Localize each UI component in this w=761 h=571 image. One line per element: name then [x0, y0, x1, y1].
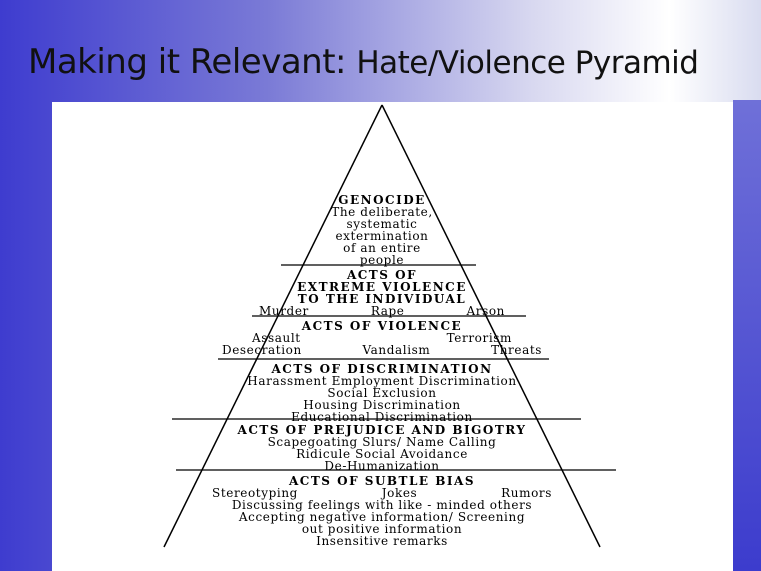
- pyramid-right-edge: [381, 104, 601, 548]
- decorative-side-bar: [733, 100, 761, 571]
- tier-item: Vandalism: [362, 343, 431, 357]
- tier-line: De-Humanization: [324, 459, 440, 473]
- title-sub: Hate/Violence Pyramid: [356, 45, 699, 81]
- tier-discrimination: ACTS OF DISCRIMINATION Harassment Employ…: [172, 363, 592, 423]
- tier-line: The deliberate,: [331, 205, 433, 219]
- tier-item: Desecration: [222, 343, 302, 357]
- tier-line: Housing Discrimination: [303, 398, 461, 412]
- tier-line: Accepting negative information/ Screenin…: [238, 510, 526, 524]
- tier-line: Discussing feelings with like - minded o…: [231, 498, 533, 512]
- tier-line: out positive information: [301, 522, 463, 536]
- tier-item: Assault: [252, 331, 301, 345]
- title-main: Making it Relevant:: [28, 42, 347, 82]
- tier-prejudice: ACTS OF PREJUDICE AND BIGOTRY Scapegoati…: [167, 424, 597, 472]
- tier-heading: ACTS OF VIOLENCE: [301, 319, 463, 333]
- tier-item: Rumors: [501, 486, 552, 500]
- tier-heading: GENOCIDE: [338, 193, 426, 207]
- tier-items: Desecration Vandalism Threats: [222, 344, 542, 356]
- tier-item: Rape: [370, 304, 405, 318]
- tier-line: Harassment Employment Discrimination: [247, 374, 517, 388]
- tier-item: Terrorism: [446, 331, 512, 345]
- pyramid-left-edge: [163, 104, 383, 548]
- tier-line: of an entire: [343, 241, 421, 255]
- tier-line: systematic: [346, 217, 418, 231]
- tier-items: Murder Rape Arson: [247, 305, 517, 317]
- tier-item: Arson: [466, 304, 505, 318]
- tier-genocide: GENOCIDE The deliberate, systematic exte…: [302, 194, 462, 266]
- tier-heading: TO THE INDIVIDUAL: [297, 292, 467, 306]
- tier-extreme-violence: ACTS OF EXTREME VIOLENCE TO THE INDIVIDU…: [247, 269, 517, 317]
- tier-items: Stereotyping Jokes Rumors: [162, 487, 602, 499]
- tier-line: people: [359, 253, 405, 267]
- tier-item: Threats: [491, 343, 542, 357]
- tier-line: Insensitive remarks: [316, 534, 448, 548]
- tier-line: Scapegoating Slurs/ Name Calling: [267, 435, 497, 449]
- tier-item: Murder: [259, 304, 309, 318]
- tier-heading: ACTS OF: [346, 268, 418, 282]
- tier-item: Jokes: [381, 486, 418, 500]
- tier-heading: ACTS OF SUBTLE BIAS: [289, 474, 475, 488]
- tier-line: Ridicule Social Avoidance: [296, 447, 468, 461]
- tier-violence: ACTS OF VIOLENCE Assault Terrorism Desec…: [222, 320, 542, 356]
- tier-heading: EXTREME VIOLENCE: [297, 280, 467, 294]
- slide-title: Making it Relevant: Hate/Violence Pyrami…: [28, 42, 758, 82]
- tier-line: Social Exclusion: [327, 386, 437, 400]
- tier-subtle-bias: ACTS OF SUBTLE BIAS Stereotyping Jokes R…: [162, 475, 602, 547]
- tier-item: Stereotyping: [212, 486, 298, 500]
- pyramid-panel: GENOCIDE The deliberate, systematic exte…: [52, 102, 733, 571]
- tier-heading: ACTS OF DISCRIMINATION: [271, 362, 493, 376]
- tier-line: extermination: [335, 229, 429, 243]
- tier-items: Assault Terrorism: [222, 332, 542, 344]
- pyramid-outline: [163, 104, 616, 548]
- tier-heading: ACTS OF PREJUDICE AND BIGOTRY: [237, 423, 527, 437]
- tier-line: Educational Discrimination: [291, 410, 473, 424]
